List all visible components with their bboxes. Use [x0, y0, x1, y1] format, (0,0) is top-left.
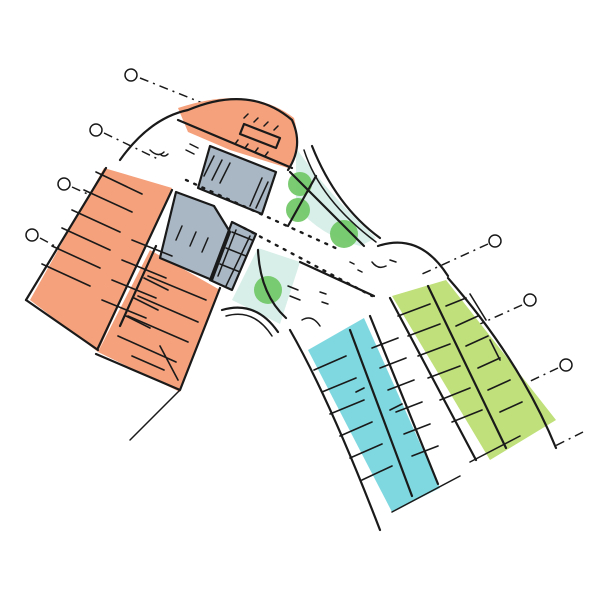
inner-block-room-lines: [117, 275, 207, 381]
lobby-entrance-arc: [220, 306, 280, 334]
wing-west-inner-fill: [98, 250, 220, 392]
east-wing-bottom: [469, 435, 521, 463]
west-wing-outer-wall: [24, 166, 108, 302]
colour-wash: [30, 98, 556, 512]
grid-marker-1: [124, 68, 138, 82]
stair-core-north: [196, 144, 278, 216]
stair-core-west-treads: [175, 225, 209, 253]
stair-cores: [158, 144, 278, 292]
wing-north-fill: [178, 98, 297, 168]
furniture: [149, 113, 397, 327]
atrium-fill: [296, 148, 376, 246]
corridor-dotted-line-2: [242, 226, 374, 298]
grid-marker-5: [488, 234, 502, 248]
south-wing-room-lines: [313, 337, 439, 481]
wing-south-fill: [308, 318, 440, 512]
west-wing-inner-wall: [118, 244, 158, 328]
west-wing-spine: [96, 188, 174, 350]
tree-3: [330, 220, 358, 248]
atrium-curve-2: [303, 149, 377, 243]
conference-chairs: [234, 113, 279, 157]
south-wing-bottom: [391, 475, 461, 513]
corridor-lower-wall: [298, 260, 376, 298]
west-extension: [129, 389, 181, 441]
atrium-curve-1: [310, 144, 382, 240]
trees: [254, 172, 358, 304]
tree-1: [288, 172, 312, 196]
stair-core-north-treads: [203, 155, 269, 209]
lobby-seating-east: [349, 259, 397, 273]
stair-core-mid-cross: [217, 229, 253, 287]
north-head-outline: [118, 98, 299, 172]
corridor-dotted-line: [184, 178, 342, 252]
west-wing-room-lines: [41, 171, 173, 329]
lobby-seating-south: [287, 285, 329, 327]
wing-east-fill: [392, 280, 556, 460]
east-wing-west-wall: [388, 296, 478, 462]
west-wing-outer-wall-2: [24, 298, 100, 352]
grid-line-5: [419, 243, 489, 276]
conference-table: [238, 122, 282, 150]
stair-core-north-fill: [198, 146, 276, 214]
lobby-seating-west: [149, 143, 199, 157]
grid-marker-4: [25, 228, 39, 242]
grid-marker-6: [523, 293, 537, 307]
grid-marker-3: [57, 177, 71, 191]
east-wing-room-lines: [397, 293, 523, 423]
atrium-diagonal-1: [288, 170, 366, 248]
grid-marker-7: [559, 358, 573, 372]
grid-lines: [25, 68, 584, 447]
stair-core-west: [158, 190, 232, 282]
room-partitions: [41, 171, 523, 481]
stair-core-mid-fill: [210, 222, 256, 290]
wing-west-fill: [30, 168, 172, 352]
grid-line-1: [139, 77, 211, 107]
stair-core-mid: [208, 220, 258, 292]
lobby-entrance-arc-2: [225, 313, 273, 337]
grid-line-6: [479, 304, 523, 325]
grid-line-8: [554, 431, 584, 447]
atrium-diagonal-2: [286, 174, 318, 228]
grid-marker-2: [89, 123, 103, 137]
tree-4: [254, 276, 282, 304]
south-wing-inner-wall: [348, 328, 414, 498]
south-wing-west-wall: [288, 328, 382, 532]
lobby-curve: [256, 248, 288, 320]
east-head-outline: [376, 241, 450, 278]
east-wing-spine: [426, 284, 508, 450]
